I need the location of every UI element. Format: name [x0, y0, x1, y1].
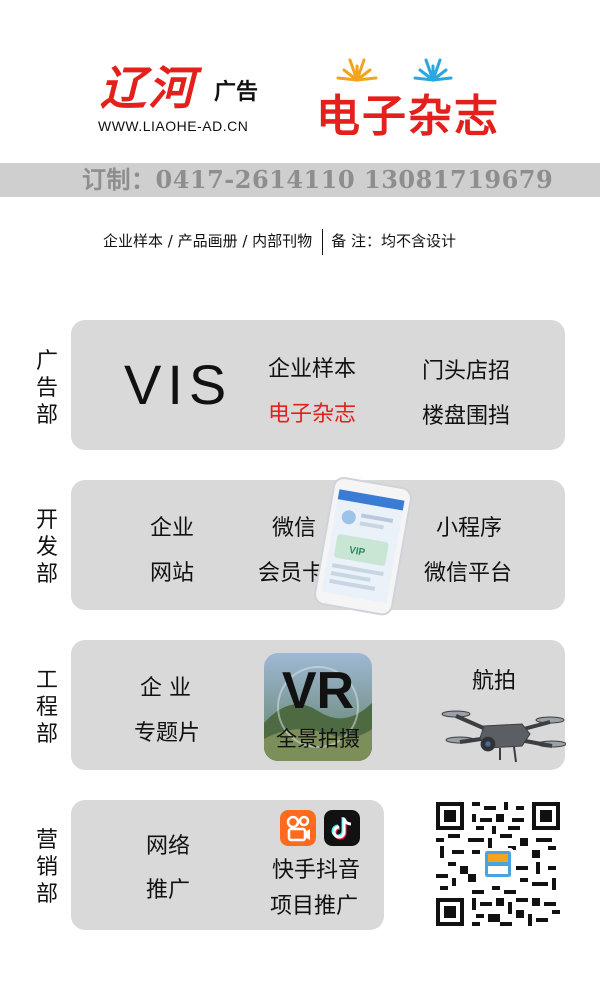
service-feature-film[interactable]: 专题片: [134, 721, 201, 746]
product-list: 企业样本 / 产品画册 / 内部刊物: [103, 232, 313, 250]
company-logo: 辽河 广告 WWW.LIAOHE-AD.CN: [96, 52, 286, 142]
service-enterprise-video[interactable]: 企 业: [140, 676, 191, 701]
firework-icon: [336, 58, 378, 82]
vr-panorama-tile[interactable]: VR 全景拍摄: [264, 653, 372, 761]
service-wechat-platform[interactable]: 微信平台: [424, 561, 513, 586]
qr-code-image[interactable]: [436, 802, 560, 926]
magazine-title: 电子杂志: [316, 91, 500, 142]
kuaishou-icon[interactable]: [280, 810, 316, 846]
service-site-hoarding[interactable]: 楼盘围挡: [422, 404, 511, 429]
service-project-promotion[interactable]: 项目推广: [270, 894, 359, 919]
phone-mockup-image: VIP: [314, 476, 412, 616]
service-mini-program[interactable]: 小程序: [436, 516, 503, 541]
service-kuaishou-douyin[interactable]: 快手抖音: [272, 858, 361, 883]
vr-panorama-image: [264, 653, 372, 761]
logo-text: 辽河: [100, 61, 196, 115]
remark-note: 备 注：均不含设计: [331, 232, 456, 250]
service-storefront-sign[interactable]: 门头店招: [422, 359, 511, 384]
service-member-card[interactable]: 会员卡: [258, 561, 325, 586]
service-wechat[interactable]: 微信: [272, 516, 317, 541]
dept-label-engineering: 工程部: [35, 668, 58, 747]
dept-label-advertising: 广告部: [35, 349, 58, 428]
dept-label-marketing: 营销部: [35, 828, 58, 907]
divider: [322, 228, 324, 255]
vr-subtitle: 全景拍摄: [276, 727, 360, 751]
website-url[interactable]: WWW.LIAOHE-AD.CN: [98, 118, 249, 134]
service-aerial-photography[interactable]: 航拍: [472, 669, 517, 694]
firework-icon: [413, 58, 453, 82]
service-enterprise[interactable]: 企业: [150, 516, 195, 541]
services-line: 企业样本 / 产品画册 / 内部刊物备 注：均不含设计: [103, 228, 456, 255]
vr-title: VR: [281, 662, 355, 720]
douyin-icon[interactable]: [324, 810, 360, 846]
service-website[interactable]: 网站: [150, 561, 195, 586]
service-promotion[interactable]: 推广: [146, 878, 191, 903]
contact-phone[interactable]: 订制：0417-2614110 13081719679: [82, 165, 554, 194]
dept-label-development: 开发部: [35, 508, 58, 587]
contact-bar: 订制：0417-2614110 13081719679: [0, 163, 600, 197]
drone-image: [441, 710, 566, 763]
service-corporate-sample[interactable]: 企业样本: [268, 357, 357, 382]
service-online[interactable]: 网络: [146, 834, 191, 859]
vis-label: VIS: [124, 353, 233, 416]
service-e-magazine[interactable]: 电子杂志: [268, 402, 357, 427]
svg-text:VIP: VIP: [348, 545, 366, 559]
panel-advertising: [71, 320, 565, 450]
magazine-logo: 电子杂志: [312, 58, 542, 142]
logo-subtitle: 广告: [214, 80, 259, 105]
